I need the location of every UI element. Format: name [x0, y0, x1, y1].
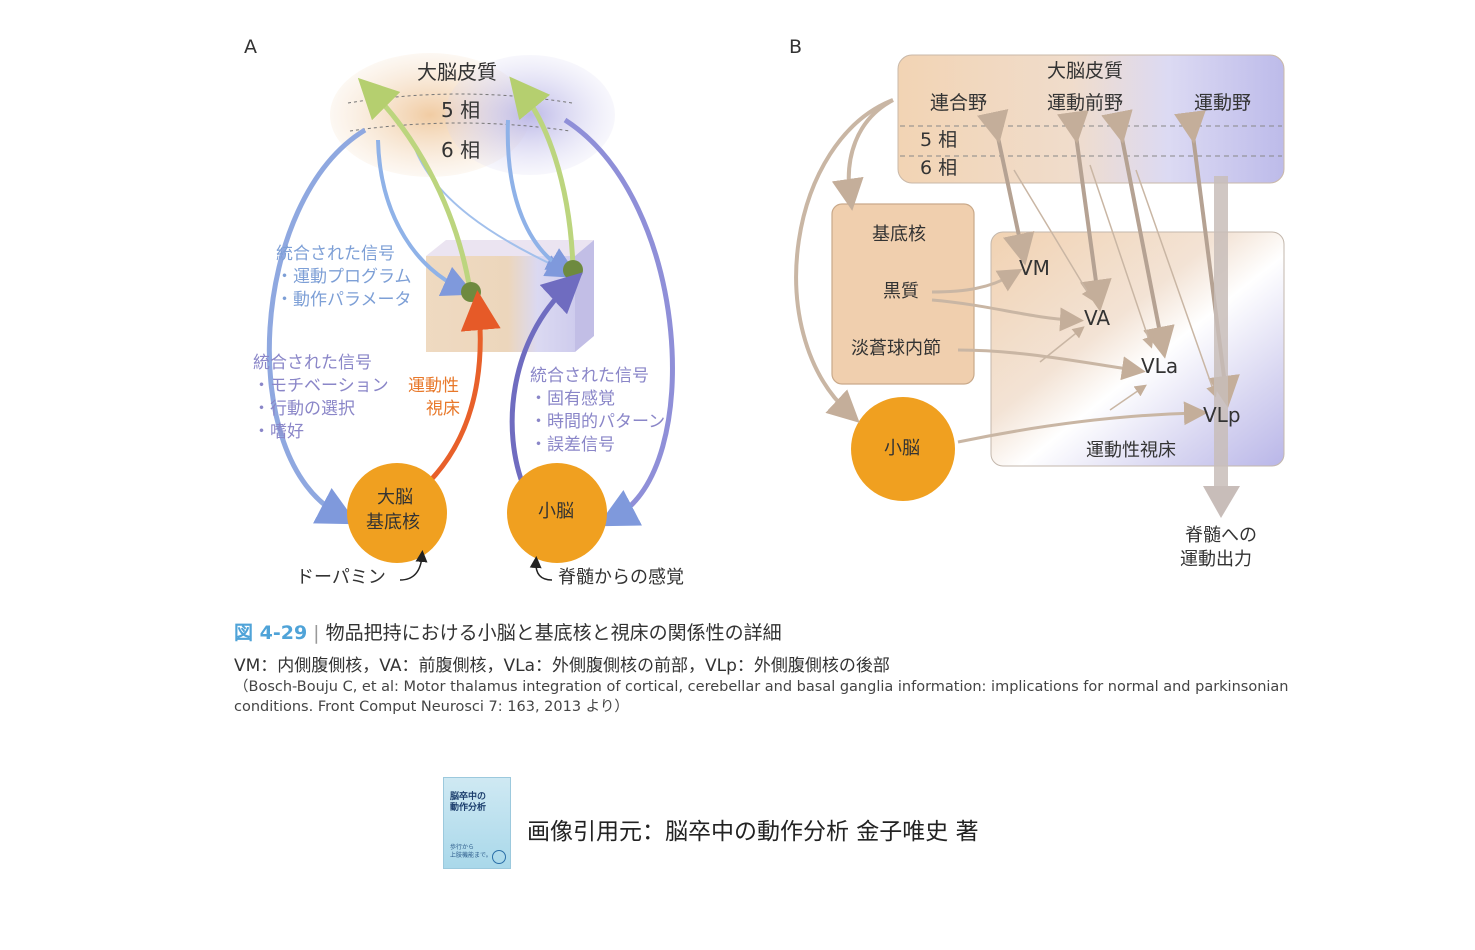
integrated-blue-item-2: ・動作パラメータ	[276, 290, 412, 310]
basal-ganglia-label-2: 基底核	[366, 512, 420, 533]
integrated-right-item-1: ・固有感覚	[530, 389, 615, 409]
arrow-basal-to-thalamus	[426, 290, 501, 485]
arrow-premotor-vla	[1101, 109, 1175, 359]
arrow-nigra-to-va	[931, 298, 1084, 332]
arrow-cortex-to-cerebellum-b	[794, 98, 894, 423]
thalamus-nucleus-right	[563, 260, 583, 280]
basal-box-b	[831, 203, 975, 385]
cortex-title-a: 大脳皮質	[417, 60, 497, 84]
arrow-cerebellum-to-vlp	[957, 401, 1208, 444]
layer5-label-a: 5 相	[441, 98, 481, 122]
figure-abbreviations: VM：内側腹側核，VA：前腹側核，VLa：外側腹側核の前部，VLp：外側腹側核の…	[234, 656, 890, 676]
arrow-cortex-to-basal-ganglia	[266, 127, 367, 525]
arrow-l5-vla	[1089, 164, 1154, 349]
arrow-nigra-to-vm	[931, 268, 1023, 294]
integrated-left-item-1: ・モチベーション	[253, 376, 389, 396]
thalamus-label-b: 運動性視床	[1086, 440, 1176, 461]
image-source-credit: 画像引用元：脳卒中の動作分析 金子唯史 著	[527, 819, 979, 845]
arrow-blue-3	[505, 119, 579, 278]
layer5-label-b: 5 相	[920, 129, 958, 151]
arrow-premotor-va	[1056, 109, 1112, 312]
arrow-blue-1	[376, 139, 475, 297]
basal-title-b: 基底核	[872, 224, 926, 245]
arrow-l5-va	[1013, 169, 1094, 302]
basal-ganglia-node	[347, 463, 447, 563]
spinal-output-head	[1203, 486, 1240, 518]
publisher-seal-icon	[492, 850, 506, 864]
cerebellum-label-a: 小脳	[538, 501, 574, 522]
spinal-output-label-2: 運動出力	[1180, 549, 1252, 570]
cerebellum-node-a	[507, 463, 607, 563]
integrated-right-item-2: ・時間的パターン	[530, 412, 666, 432]
cerebellum-label-b: 小脳	[884, 438, 920, 459]
thalamus-label-a-2: 視床	[426, 399, 460, 419]
integrated-blue-item-1: ・運動プログラム	[276, 267, 412, 287]
figure-number: 図 4-29	[234, 622, 308, 644]
arrow-l5-vlp	[1135, 169, 1218, 398]
dopamine-label: ドーパミン	[296, 567, 386, 588]
arrow-green-1	[357, 77, 473, 291]
motor-area-label: 運動野	[1194, 92, 1252, 114]
arrow-spinal-sense	[529, 556, 553, 581]
panel-a-letter: A	[244, 36, 257, 58]
thalamus-box-side	[575, 240, 594, 352]
basal-ganglia-label-1: 大脳	[377, 487, 413, 508]
arrow-gpi-to-va	[1039, 326, 1085, 363]
book-cover-title: 脳卒中の 動作分析	[450, 792, 487, 813]
book-cover-image: 脳卒中の 動作分析 歩行から 上肢機能まで。	[443, 777, 511, 869]
integrated-left-title: 統合された信号	[253, 353, 372, 373]
spinal-sense-label: 脊髄からの感覚	[558, 567, 684, 588]
integrated-right-item-3: ・誤差信号	[530, 435, 615, 455]
spinal-output-shaft	[1214, 176, 1228, 486]
arrow-cortex-to-cerebellum	[563, 117, 675, 527]
arrow-cerebellum-to-vla	[1109, 384, 1147, 411]
arrow-green-2	[509, 76, 576, 269]
integrated-blue-title: 統合された信号	[276, 244, 395, 264]
arrow-cortex-to-basal-b	[831, 98, 894, 211]
arrow-dopamine	[399, 550, 428, 581]
arrow-gpi-to-vla	[957, 348, 1146, 381]
vla-label: VLa	[1141, 354, 1179, 378]
arrow-blue-2	[411, 139, 563, 270]
premotor-label: 運動前野	[1047, 92, 1124, 114]
figure-caption: 図 4-29|物品把持における小脳と基底核と視床の関係性の詳細	[234, 622, 782, 644]
assoc-area-label: 連合野	[930, 92, 988, 114]
vlp-label: VLp	[1203, 403, 1241, 427]
integrated-right-title: 統合された信号	[530, 366, 649, 386]
integrated-left-item-3: ・嗜好	[253, 422, 304, 442]
thalamus-nucleus-left	[461, 282, 481, 302]
cerebellum-node-b	[851, 397, 955, 501]
layer6-label-a: 6 相	[441, 138, 481, 162]
thalamus-label-a-1: 運動性	[408, 376, 459, 396]
layer6-label-b: 6 相	[920, 157, 958, 179]
panel-b-letter: B	[789, 36, 803, 58]
vm-label: VM	[1019, 256, 1050, 280]
figure-title: 物品把持における小脳と基底核と視床の関係性の詳細	[325, 622, 782, 644]
arrow-cerebellum-to-thalamus	[509, 272, 583, 491]
figure-reference: （Bosch-Bouju C, et al: Motor thalamus in…	[234, 679, 1289, 715]
gpi-label: 淡蒼球内節	[851, 338, 941, 359]
substantia-nigra-label: 黒質	[883, 281, 919, 302]
spinal-output-label-1: 脊髄への	[1185, 525, 1257, 546]
integrated-left-item-2: ・行動の選択	[253, 399, 355, 419]
book-cover-subtitle: 歩行から 上肢機能まで。	[450, 844, 492, 859]
cortex-title-b: 大脳皮質	[1047, 60, 1124, 82]
va-label: VA	[1084, 306, 1111, 330]
arrow-assoc-vm	[977, 109, 1035, 266]
